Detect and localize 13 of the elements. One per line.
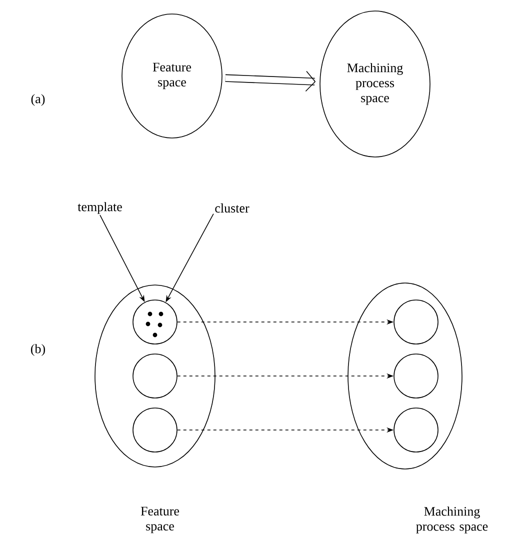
circle (132, 300, 178, 344)
panel-label: (b) (30, 344, 46, 356)
panel-label: (a) (31, 94, 45, 106)
circle (132, 354, 178, 398)
circle (394, 300, 438, 344)
circle (132, 408, 178, 452)
circle (394, 408, 438, 452)
double-arrow (225, 70, 316, 92)
callout-text: template (78, 202, 122, 214)
callout-text: cluster (215, 203, 250, 213)
circle (394, 354, 438, 398)
ellipse-caption: Feature space (140, 506, 180, 534)
ellipse-caption: Machining process space (416, 506, 488, 534)
